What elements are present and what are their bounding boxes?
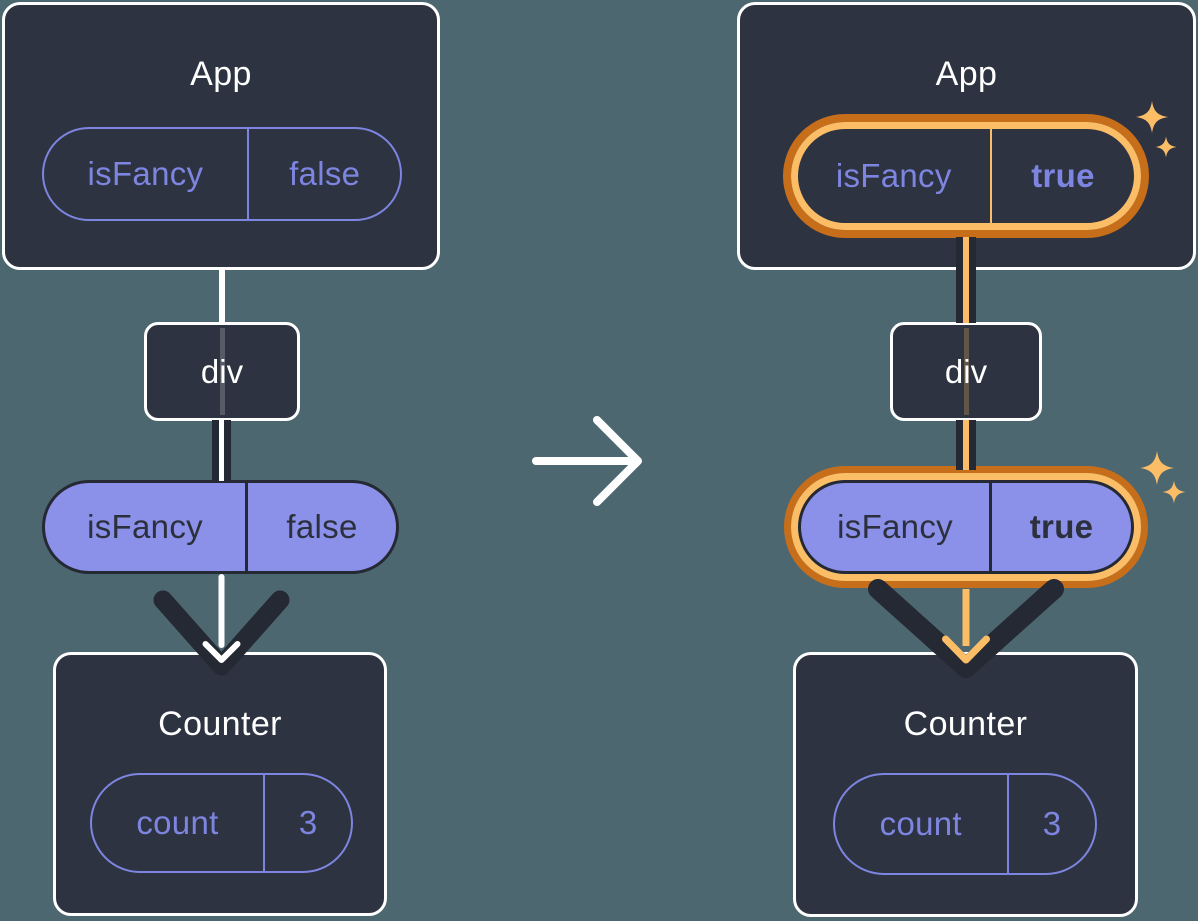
pill-divider xyxy=(1006,775,1010,873)
prop-pill: isFancy false xyxy=(42,480,399,574)
pill-divider xyxy=(246,129,250,219)
div-card: div xyxy=(890,322,1042,421)
edge-pass-through xyxy=(219,328,225,415)
prop-pill: isFancy true xyxy=(798,480,1134,574)
app-card: App isFancy false xyxy=(2,2,440,270)
right-arrow-icon xyxy=(532,416,642,506)
tag-name: div xyxy=(944,352,988,390)
prop-key: isFancy xyxy=(837,508,953,545)
pill-divider xyxy=(989,129,993,223)
prop-pill-ring: isFancy true xyxy=(791,473,1141,581)
pill-divider xyxy=(245,483,249,571)
edge-app-to-div xyxy=(956,237,976,323)
prop-key: isFancy xyxy=(87,508,203,545)
state-key: count xyxy=(136,804,219,841)
state-value: 3 xyxy=(298,804,318,841)
edge-app-to-div xyxy=(219,268,225,323)
pill-divider xyxy=(262,775,266,871)
component-name: App xyxy=(935,55,998,93)
highlighted-prop-pill: isFancy true xyxy=(784,466,1148,588)
state-pill: count 3 xyxy=(90,773,353,873)
prop-value: true xyxy=(1029,508,1094,545)
state-pill: isFancy false xyxy=(42,127,402,221)
pill-divider xyxy=(989,483,993,571)
edge-div-to-prop xyxy=(212,420,231,481)
edge-pass-through xyxy=(963,328,969,415)
component-name: Counter xyxy=(158,705,282,743)
prop-value: false xyxy=(286,508,358,545)
counter-card: Counter count 3 xyxy=(53,652,387,916)
component-name: Counter xyxy=(903,705,1028,743)
component-name: App xyxy=(190,55,252,93)
state-key: isFancy xyxy=(835,157,952,194)
state-value: true xyxy=(1031,157,1095,194)
highlighted-state-pill: isFancy true xyxy=(783,114,1149,238)
state-value: 3 xyxy=(1042,805,1062,842)
state-key: count xyxy=(879,805,962,842)
state-pill: isFancy true xyxy=(791,122,1141,230)
tag-name: div xyxy=(200,352,244,390)
div-card: div xyxy=(144,322,300,421)
state-pill: count 3 xyxy=(833,773,1097,875)
app-card: App isFancy true xyxy=(737,2,1196,270)
state-value: false xyxy=(289,155,361,192)
sparkle-icon xyxy=(1140,451,1186,504)
state-key: isFancy xyxy=(87,155,204,192)
counter-card: Counter count 3 xyxy=(793,652,1138,917)
edge-div-to-prop xyxy=(956,420,976,470)
